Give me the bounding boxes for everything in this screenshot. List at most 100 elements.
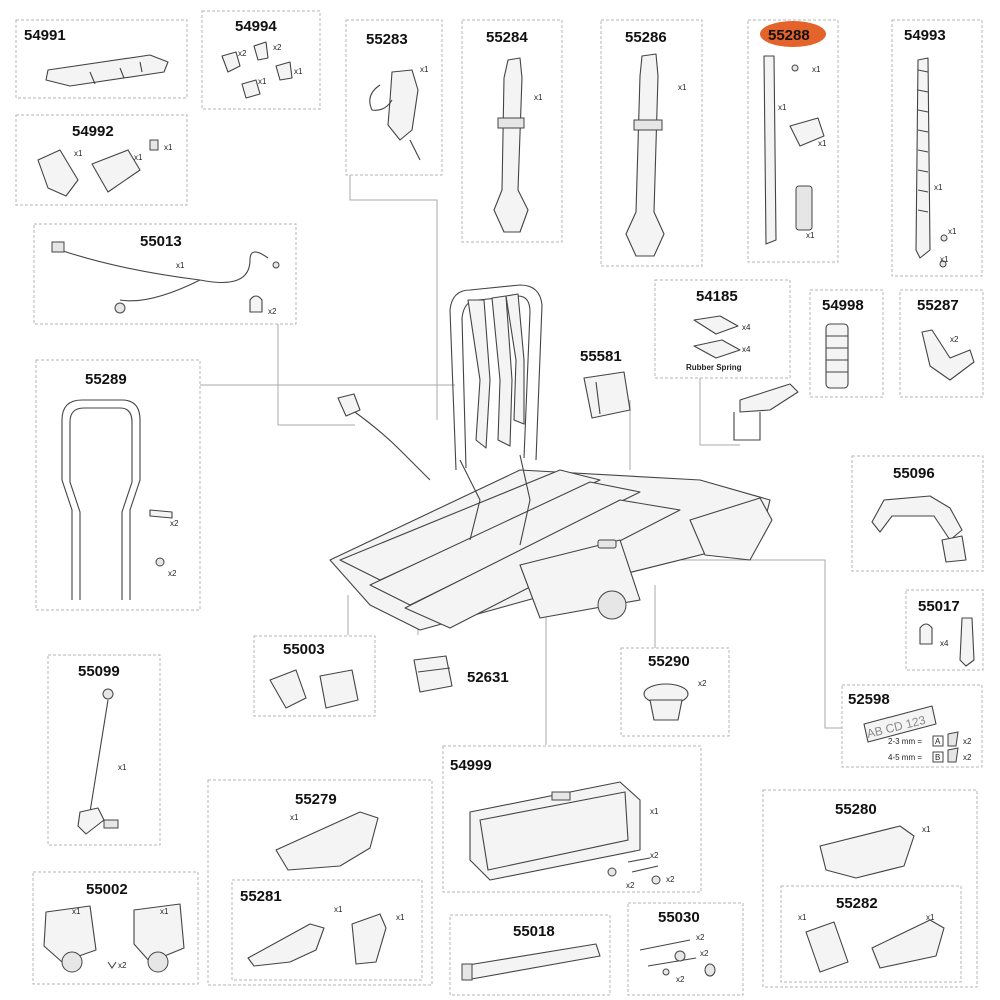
- part-number-label: 54998: [822, 297, 864, 314]
- part-number-label: 55003: [283, 641, 325, 658]
- svg-text:x1: x1: [678, 83, 687, 92]
- part-number-label: 55284: [486, 29, 528, 46]
- part-box-55284[interactable]: 55284 x1: [461, 19, 563, 243]
- part-box-55282[interactable]: 55282 x1 x1: [780, 885, 962, 983]
- part-box-52631: 52631: [413, 655, 509, 693]
- bike-carrier-assembly: [329, 284, 773, 631]
- part-number-label: 55581: [580, 348, 622, 365]
- svg-text:B: B: [935, 753, 940, 762]
- part-number-label: 55002: [86, 881, 128, 898]
- part-box-55017[interactable]: 55017 x4: [905, 589, 984, 671]
- svg-text:x1: x1: [164, 143, 173, 152]
- svg-text:x2: x2: [626, 881, 635, 890]
- svg-text:x2: x2: [696, 933, 705, 942]
- svg-text:x2: x2: [700, 949, 709, 958]
- svg-text:x2: x2: [168, 569, 177, 578]
- part-box-55289[interactable]: 55289 x2 x2: [35, 359, 201, 611]
- part-box-55096[interactable]: 55096: [851, 455, 984, 572]
- part-box-54992[interactable]: 54992 x1 x1 x1: [15, 114, 188, 206]
- svg-text:x1: x1: [812, 65, 821, 74]
- part-number-label: 54999: [450, 757, 492, 774]
- part-box-55281[interactable]: 55281 x1 x1: [231, 879, 423, 981]
- part-box-55288[interactable]: 55288 x1 x1 x1 x1: [747, 19, 839, 263]
- part-box-54185[interactable]: 54185 x4 x4 Rubber Spring: [654, 279, 799, 441]
- part-box-55030[interactable]: 55030 x2 x2 x2: [627, 902, 744, 996]
- part-box-54994[interactable]: 54994 x2 x2 x1 x1: [201, 10, 321, 110]
- svg-text:x1: x1: [258, 77, 267, 86]
- svg-text:x1: x1: [778, 103, 787, 112]
- svg-text:x1: x1: [290, 813, 299, 822]
- svg-text:x2: x2: [963, 753, 972, 762]
- svg-text:x4: x4: [742, 323, 751, 332]
- svg-text:x2: x2: [950, 335, 959, 344]
- part-box-55286[interactable]: 55286 x1: [600, 19, 703, 267]
- part-box-55013[interactable]: 55013 x1 x2: [33, 223, 297, 325]
- svg-text:x2: x2: [170, 519, 179, 528]
- rubber-spring-label: Rubber Spring: [686, 363, 742, 372]
- part-box-55287[interactable]: 55287 x2: [899, 289, 984, 398]
- svg-text:x2: x2: [273, 43, 282, 52]
- svg-text:A: A: [935, 737, 941, 746]
- part-box-55290[interactable]: 55290 x2: [620, 647, 730, 737]
- part-box-52598[interactable]: 52598 AB CD 123 2-3 mm = A 4-5 mm = B x2…: [841, 684, 983, 768]
- part-number-label: 54185: [696, 288, 738, 305]
- part-number-label: 55288: [768, 27, 810, 44]
- svg-text:x1: x1: [176, 261, 185, 270]
- svg-text:x1: x1: [72, 907, 81, 916]
- part-number-label: 55013: [140, 233, 182, 250]
- svg-text:x1: x1: [118, 763, 127, 772]
- part-number-label: 52598: [848, 691, 890, 708]
- svg-text:x1: x1: [396, 913, 405, 922]
- svg-text:x1: x1: [420, 65, 429, 74]
- svg-text:2-3 mm =: 2-3 mm =: [888, 737, 922, 746]
- svg-text:x1: x1: [798, 913, 807, 922]
- part-number-label: 55018: [513, 923, 555, 940]
- part-number-label: 54992: [72, 123, 114, 140]
- part-box-55003[interactable]: 55003: [253, 635, 376, 717]
- part-number-label: 55281: [240, 888, 282, 905]
- part-number-label: 55017: [918, 598, 960, 615]
- part-number-label: 55290: [648, 653, 690, 670]
- part-number-label: 55282: [836, 895, 878, 912]
- svg-text:x2: x2: [666, 875, 675, 884]
- part-number-label: 55289: [85, 371, 127, 388]
- part-box-55018[interactable]: 55018: [449, 914, 611, 996]
- svg-text:x1: x1: [922, 825, 931, 834]
- svg-text:x2: x2: [676, 975, 685, 984]
- svg-text:x2: x2: [238, 49, 247, 58]
- svg-text:x1: x1: [294, 67, 303, 76]
- highlight-marker: [760, 21, 826, 47]
- svg-text:x4: x4: [742, 345, 751, 354]
- svg-text:x1: x1: [534, 93, 543, 102]
- part-box-55581: 55581: [580, 348, 631, 419]
- part-number-label: 54994: [235, 18, 277, 35]
- part-number-label: 55283: [366, 31, 408, 48]
- part-box-54991[interactable]: 54991: [15, 19, 188, 99]
- leader-lines: [200, 175, 842, 745]
- part-box-54999[interactable]: 54999 x1 x2 x2 x2: [442, 745, 702, 893]
- svg-text:x2: x2: [698, 679, 707, 688]
- part-number-label: 55030: [658, 909, 700, 926]
- svg-text:x1: x1: [806, 231, 815, 240]
- part-number-label: 54993: [904, 27, 946, 44]
- svg-text:x1: x1: [334, 905, 343, 914]
- part-number-label: 55096: [893, 465, 935, 482]
- part-number-label: 55099: [78, 663, 120, 680]
- svg-text:x1: x1: [934, 183, 943, 192]
- svg-text:x1: x1: [818, 139, 827, 148]
- part-number-label: 55287: [917, 297, 959, 314]
- part-box-55099[interactable]: 55099 x1: [47, 654, 161, 846]
- svg-text:x2: x2: [268, 307, 277, 316]
- part-number-label: 55280: [835, 801, 877, 818]
- svg-text:x4: x4: [940, 639, 949, 648]
- part-box-54998[interactable]: 54998: [809, 289, 884, 398]
- svg-text:x1: x1: [926, 913, 935, 922]
- part-box-55283[interactable]: 55283 x1: [345, 19, 443, 176]
- svg-text:x1: x1: [160, 907, 169, 916]
- part-number-label: 54991: [24, 27, 66, 44]
- svg-text:x1: x1: [134, 153, 143, 162]
- svg-text:x1: x1: [74, 149, 83, 158]
- part-box-55002[interactable]: 55002 x1 x1 x2: [32, 871, 199, 985]
- part-box-54993[interactable]: 54993 x1 x1 x1: [891, 19, 983, 277]
